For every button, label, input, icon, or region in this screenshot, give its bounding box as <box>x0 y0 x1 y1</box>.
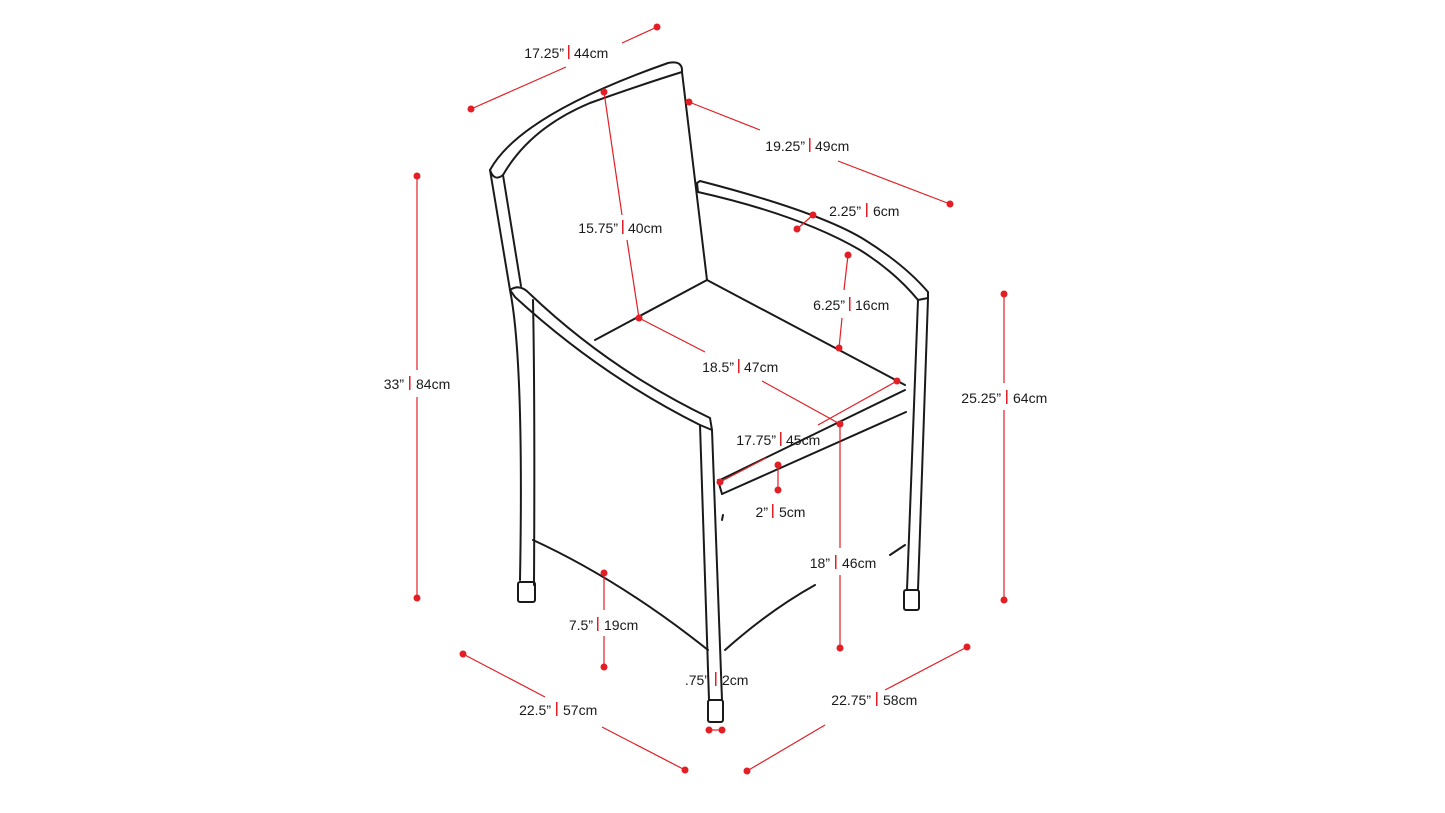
svg-text:46cm: 46cm <box>842 555 876 571</box>
svg-text:2.25”: 2.25” <box>829 203 861 219</box>
dim-line-arm-height-a <box>843 254 849 291</box>
label-leg-clearance: 7.5” 19cm <box>569 617 638 633</box>
svg-text:44cm: 44cm <box>574 45 608 61</box>
dim-line-overall-width-b <box>601 726 686 771</box>
label-armrest-width: 2.25” 6cm <box>829 203 899 219</box>
svg-text:19cm: 19cm <box>604 617 638 633</box>
svg-text:64cm: 64cm <box>1013 390 1047 406</box>
dim-line-back-top-width-b <box>621 26 658 44</box>
dim-line-back-height-a <box>603 91 623 216</box>
svg-text:17.25”: 17.25” <box>524 45 564 61</box>
svg-text:6.25”: 6.25” <box>813 297 845 313</box>
svg-text:47cm: 47cm <box>744 359 778 375</box>
right-panel-bottom <box>889 544 906 556</box>
left-armrest <box>509 286 713 431</box>
dim-line-back-top-width-a <box>470 66 567 110</box>
svg-text:7.5”: 7.5” <box>569 617 593 633</box>
svg-text:33”: 33” <box>384 376 405 392</box>
dim-line-back-height-b <box>626 239 640 319</box>
svg-text:19.25”: 19.25” <box>765 138 805 154</box>
dim-line-overall-depth-a <box>884 646 968 691</box>
front-right-leg-upper <box>906 299 919 591</box>
seat-cushion-bottom <box>721 411 907 495</box>
dim-line-seat-width-a <box>817 380 898 426</box>
back-left-post-inner <box>502 174 522 287</box>
label-arm-floor-height: 25.25” 64cm <box>961 390 1047 406</box>
label-cushion-thickness: 2” 5cm <box>756 504 805 520</box>
svg-text:2cm: 2cm <box>722 672 748 688</box>
svg-text:22.75”: 22.75” <box>831 692 871 708</box>
front-panel-bottom <box>724 584 816 651</box>
dim-line-seat-width-b <box>719 457 767 483</box>
svg-text:45cm: 45cm <box>786 432 820 448</box>
label-back-top-width: 17.25” 44cm <box>524 45 608 61</box>
dim-line-armrest-width <box>796 214 814 230</box>
chair-outline <box>489 61 929 723</box>
svg-text:6cm: 6cm <box>873 203 899 219</box>
left-panel-bottom <box>532 539 709 651</box>
svg-text:25.25”: 25.25” <box>961 390 1001 406</box>
svg-text:2”: 2” <box>756 504 769 520</box>
svg-text:17.75”: 17.75” <box>736 432 776 448</box>
front-right-foot <box>903 589 920 611</box>
left-rear-leg <box>509 289 522 581</box>
svg-text:57cm: 57cm <box>563 702 597 718</box>
svg-text:5cm: 5cm <box>779 504 805 520</box>
svg-text:49cm: 49cm <box>815 138 849 154</box>
label-overall-depth: 22.75” 58cm <box>831 692 917 708</box>
seat-back-edge <box>594 279 708 341</box>
label-leg-diameter: .75” 2cm <box>685 672 748 688</box>
dim-line-back-depth-a <box>688 101 761 131</box>
label-total-height: 33” 84cm <box>384 376 450 392</box>
back-top-rail <box>489 61 684 179</box>
svg-text:40cm: 40cm <box>628 220 662 236</box>
label-overall-width: 22.5” 57cm <box>519 702 597 718</box>
right-armrest <box>696 180 929 301</box>
left-rear-leg-inner <box>532 299 536 586</box>
label-seat-depth: 18.5” 47cm <box>702 359 778 375</box>
label-seat-height: 18” 46cm <box>810 555 876 571</box>
front-panel-left-edge <box>721 514 724 521</box>
dim-line-arm-height-b <box>838 317 843 349</box>
svg-text:18”: 18” <box>810 555 831 571</box>
label-arm-height: 6.25” 16cm <box>813 297 889 313</box>
seat-right-edge <box>706 279 906 386</box>
left-rear-foot <box>517 581 536 603</box>
dimension-lines <box>413 23 1008 775</box>
front-left-foot <box>707 699 724 723</box>
dim-line-seat-depth-a <box>638 317 706 353</box>
label-back-height: 15.75” 40cm <box>578 220 662 236</box>
dim-line-overall-depth-b <box>746 724 826 772</box>
back-right-edge <box>681 71 708 281</box>
label-seat-width: 17.75” 45cm <box>736 432 820 448</box>
front-right-leg-outer <box>917 297 929 591</box>
svg-text:58cm: 58cm <box>883 692 917 708</box>
label-back-depth: 19.25” 49cm <box>765 138 849 154</box>
seat-front-edge <box>719 389 906 481</box>
svg-text:84cm: 84cm <box>416 376 450 392</box>
front-left-leg-inner <box>711 429 723 701</box>
back-left-post <box>489 169 511 291</box>
svg-text:15.75”: 15.75” <box>578 220 618 236</box>
front-left-leg <box>699 424 710 701</box>
svg-text:.75”: .75” <box>685 672 709 688</box>
dim-line-overall-width-a <box>462 653 546 698</box>
dim-line-seat-depth-b <box>761 380 841 425</box>
dimension-labels: 17.25” 44cm 19.25” 49cm 2.25” 6cm 15.75”… <box>384 45 1047 718</box>
dim-line-back-depth-b <box>837 160 951 205</box>
svg-text:18.5”: 18.5” <box>702 359 734 375</box>
svg-text:16cm: 16cm <box>855 297 889 313</box>
svg-text:22.5”: 22.5” <box>519 702 551 718</box>
